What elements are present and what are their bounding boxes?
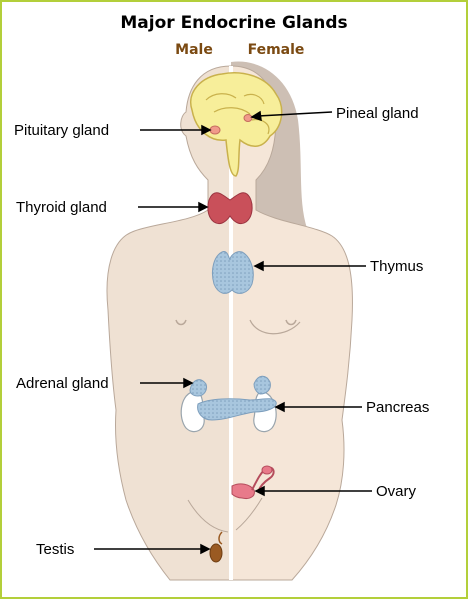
pancreas	[197, 398, 277, 421]
label-pancreas: Pancreas	[366, 399, 429, 416]
label-thymus: Thymus	[370, 258, 423, 275]
label-thyroid: Thyroid gland	[16, 199, 107, 216]
left-adrenal-gland	[189, 379, 207, 397]
female-body	[231, 65, 353, 581]
diagram-title: Major Endocrine Glands	[120, 13, 347, 33]
thyroid-gland	[207, 192, 253, 225]
right-adrenal-gland	[253, 375, 271, 395]
testis	[209, 531, 223, 563]
center-divider	[229, 66, 233, 580]
label-testis: Testis	[36, 541, 74, 558]
female-subtitle: Female	[248, 42, 305, 58]
label-pineal: Pineal gland	[336, 105, 419, 122]
pineal-gland	[243, 114, 253, 122]
male-subtitle: Male	[175, 42, 213, 58]
label-adrenal: Adrenal gland	[16, 375, 109, 392]
thymus-gland	[211, 251, 254, 294]
label-ovary: Ovary	[376, 483, 417, 500]
label-pituitary: Pituitary gland	[14, 122, 109, 139]
leader-lines	[94, 110, 372, 555]
ovary	[231, 465, 275, 499]
male-body	[106, 65, 231, 581]
brain	[189, 72, 283, 177]
